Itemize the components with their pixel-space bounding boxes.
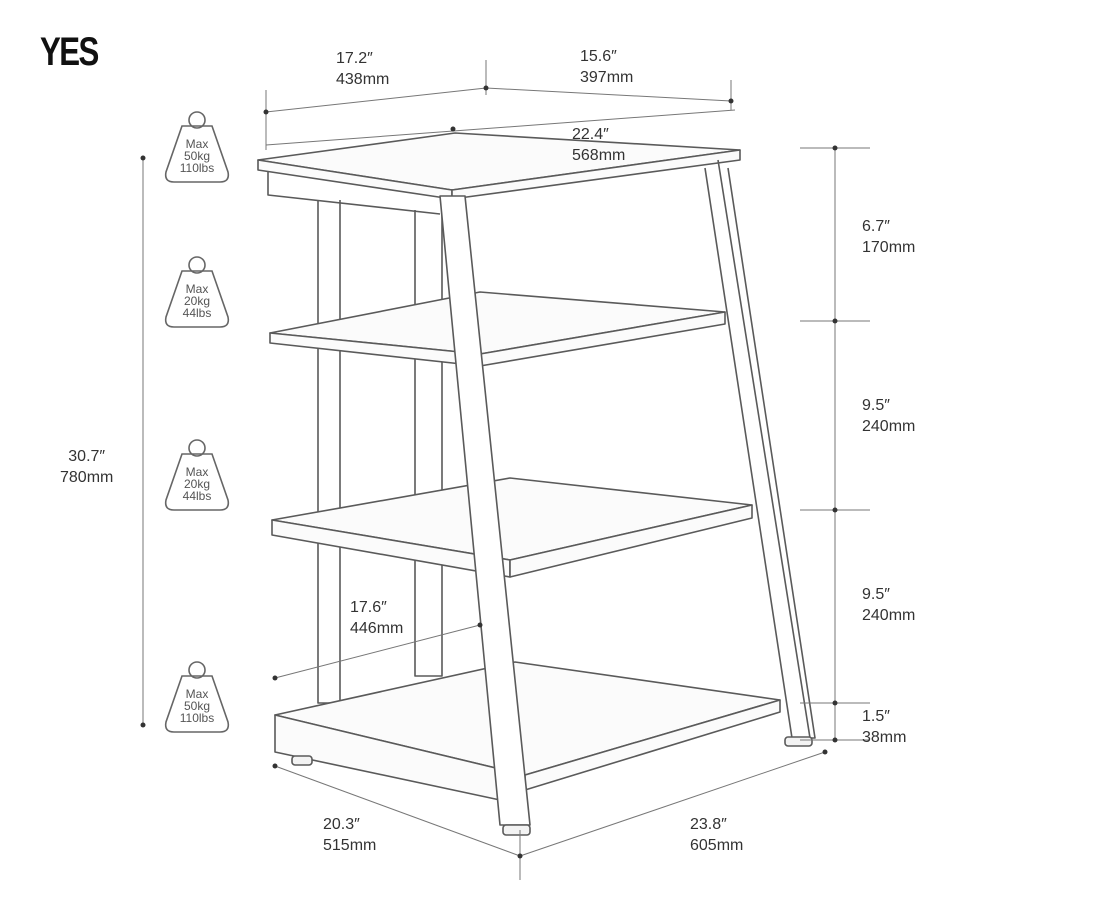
shelf-3 <box>271 477 753 578</box>
top-diagonal-label: 22.4″ 568mm <box>572 124 625 166</box>
weight-3-line2: 20kg <box>183 477 211 491</box>
weight-limit-icon-shelf-2: Max 20kg 44lbs <box>160 253 234 337</box>
top-width-in: 17.2″ <box>336 50 373 67</box>
weight-2-line3: 44lbs <box>182 306 212 320</box>
inner-depth-label: 17.6″ 446mm <box>350 597 403 639</box>
bottom-depth-mm: 605mm <box>690 837 744 854</box>
feet <box>291 736 813 836</box>
inner-depth-in: 17.6″ <box>350 599 387 616</box>
gap-3-in: 9.5″ <box>862 586 890 603</box>
top-depth-mm: 397mm <box>580 69 634 86</box>
base-height-mm: 38mm <box>862 729 907 746</box>
gap-1-mm: 170mm <box>862 239 916 256</box>
rear-right-post <box>704 167 816 739</box>
top-diagonal-mm: 568mm <box>572 147 626 164</box>
top-depth-label: 15.6″ 397mm <box>580 46 633 88</box>
weight-bottom-line3: 110lbs <box>179 711 215 725</box>
dimension-lines <box>142 60 870 880</box>
gap-1-label: 6.7″ 170mm <box>862 216 915 258</box>
weight-3-line1: Max <box>185 465 209 479</box>
gap-2-in: 9.5″ <box>862 397 890 414</box>
total-height-in: 30.7″ <box>68 448 106 465</box>
total-height-mm: 780mm <box>60 469 114 486</box>
bottom-width-in: 20.3″ <box>323 816 360 833</box>
top-shelf <box>257 132 741 215</box>
base-height-in: 1.5″ <box>862 708 890 725</box>
brand-logo: YES <box>40 30 99 74</box>
weight-bottom-line1: Max <box>185 687 209 701</box>
bottom-depth-in: 23.8″ <box>690 816 727 833</box>
weight-limit-icon-shelf-3: Max 20kg 44lbs <box>160 436 234 520</box>
weight-top-line2: 50kg <box>183 149 211 163</box>
gap-1-in: 6.7″ <box>862 218 890 235</box>
weight-bottom-line2: 50kg <box>183 699 211 713</box>
weight-top-line3: 110lbs <box>179 161 215 175</box>
front-right-leg <box>717 159 811 739</box>
gap-3-label: 9.5″ 240mm <box>862 584 915 626</box>
weight-2-line1: Max <box>185 282 209 296</box>
total-height-label: 30.7″ 780mm <box>60 446 113 488</box>
top-diagonal-in: 22.4″ <box>572 126 609 143</box>
top-depth-in: 15.6″ <box>580 48 617 65</box>
weight-3-line3: 44lbs <box>182 489 212 503</box>
gap-3-mm: 240mm <box>862 607 916 624</box>
bottom-width-mm: 515mm <box>323 837 377 854</box>
weight-2-line2: 20kg <box>183 294 211 308</box>
front-left-leg <box>439 195 531 826</box>
bottom-shelf <box>274 661 781 801</box>
top-width-mm: 438mm <box>336 71 390 88</box>
rear-middle-post <box>414 210 443 677</box>
weight-limit-icon-bottom: Max 50kg 110lbs <box>160 658 234 742</box>
inner-depth-mm: 446mm <box>350 620 404 637</box>
base-height-label: 1.5″ 38mm <box>862 706 906 748</box>
bottom-width-label: 20.3″ 515mm <box>323 814 376 856</box>
shelf-2 <box>269 291 726 367</box>
bottom-depth-label: 23.8″ 605mm <box>690 814 743 856</box>
gap-2-label: 9.5″ 240mm <box>862 395 915 437</box>
weight-limit-icon-top: Max 50kg 110lbs <box>160 108 234 192</box>
weight-top-line1: Max <box>185 137 209 151</box>
top-width-label: 17.2″ 438mm <box>336 48 389 90</box>
gap-2-mm: 240mm <box>862 418 916 435</box>
dimension-dots <box>140 85 838 859</box>
rear-left-post <box>317 200 341 704</box>
